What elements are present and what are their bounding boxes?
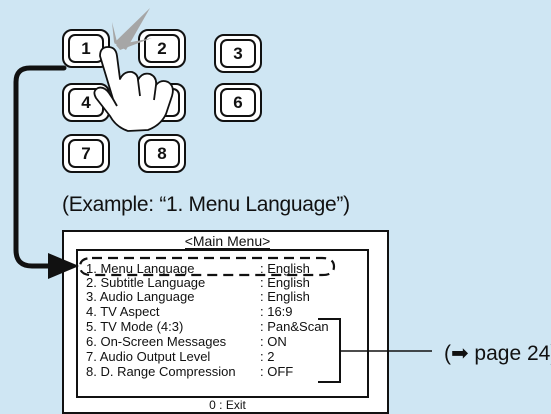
example-caption: (Example: “1. Menu Language”): [62, 193, 350, 216]
key-3[interactable]: 3: [214, 34, 262, 73]
press-sparkle-icon: [112, 8, 152, 50]
key-2[interactable]: 2: [138, 29, 186, 68]
menu-item-value: : English: [260, 261, 310, 276]
menu-item-label: 7. Audio Output Level: [86, 349, 211, 364]
key-1-label: 1: [81, 38, 91, 58]
main-menu-screen: <Main Menu> 1. Menu Language : English 2…: [62, 230, 389, 414]
key-3-label: 3: [233, 43, 243, 63]
menu-item-value: : ON: [260, 334, 287, 349]
menu-list: 1. Menu Language : English 2. Subtitle L…: [76, 249, 369, 398]
key-6[interactable]: 6: [214, 83, 262, 122]
selection-arrow-icon: [48, 253, 79, 279]
page-reference: (➡ page 24): [444, 342, 551, 365]
menu-item-label: 8. D. Range Compression: [86, 364, 236, 379]
menu-item-label: 2. Subtitle Language: [86, 275, 206, 290]
menu-item-label: 6. On-Screen Messages: [86, 334, 227, 349]
menu-title: <Main Menu>: [64, 234, 391, 249]
key-6-label: 6: [233, 92, 243, 112]
key-8[interactable]: 8: [138, 134, 186, 173]
menu-item-value: : OFF: [260, 364, 294, 379]
menu-item-value: : 2: [260, 349, 275, 364]
menu-item-value: : English: [260, 275, 310, 290]
key-2-label: 2: [157, 38, 167, 58]
menu-item-label: 5. TV Mode (4:3): [86, 319, 184, 334]
menu-item-label: 4. TV Aspect: [86, 304, 160, 319]
key-8-label: 8: [157, 143, 167, 163]
key-4-label: 4: [81, 92, 91, 112]
key-7[interactable]: 7: [62, 134, 110, 173]
menu-item-value: : Pan&Scan: [260, 319, 329, 334]
exit-hint: 0 : Exit: [209, 398, 246, 412]
menu-item-value: : 16:9: [260, 304, 293, 319]
menu-item-label: 3. Audio Language: [86, 289, 195, 304]
selection-arrow-line: [13, 65, 67, 269]
items-bracket: [318, 318, 341, 383]
pointing-hand-icon: [93, 46, 174, 132]
key-7-label: 7: [81, 143, 91, 163]
highlight-dashed-outline: [78, 256, 336, 277]
menu-title-text: <Main Menu>: [184, 233, 271, 249]
menu-item-label: 1. Menu Language: [86, 261, 195, 276]
menu-item-value: : English: [260, 289, 310, 304]
